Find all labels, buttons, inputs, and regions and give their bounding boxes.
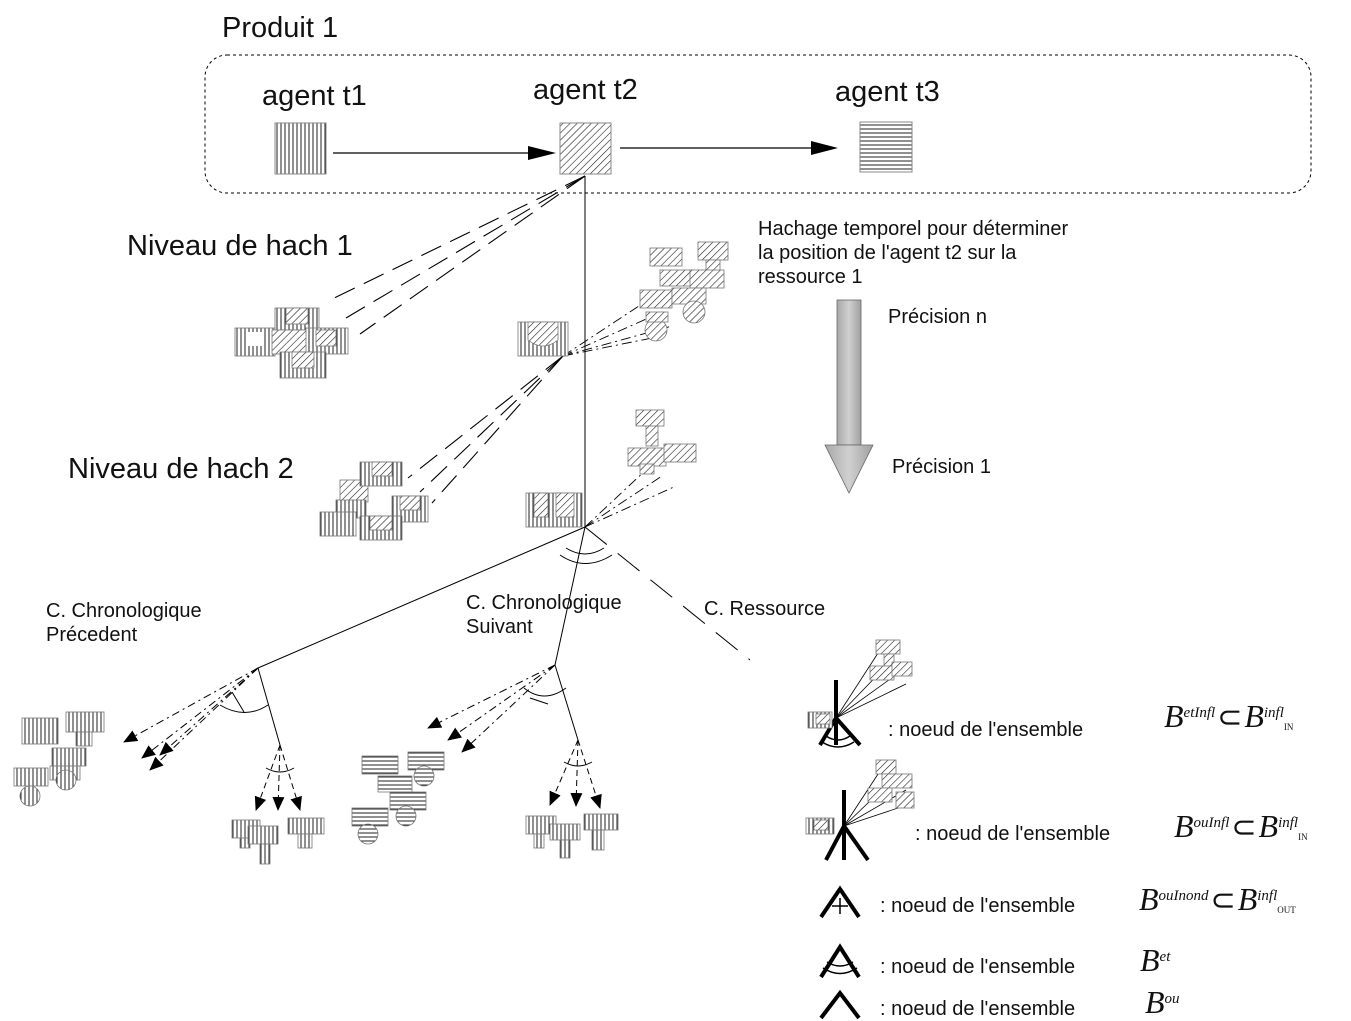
prev-right-cluster [231,817,325,865]
legend-text-5: : noeud de l'ensemble [880,998,1076,1020]
level1-label: Niveau de hach 1 [127,230,353,262]
precision-arrow [824,299,874,494]
legend-text-1: : noeud de l'ensemble [888,719,1084,741]
product-title: Produit 1 [222,12,339,44]
next-right-cluster [525,813,619,859]
legend-text-3: : noeud de l'ensemble [880,895,1076,917]
branch-prev-label: C. Chronologique Précedent [46,600,202,646]
level2-center-block [525,492,583,528]
agent-t3-label: agent t3 [835,76,940,108]
level1-right-cluster [639,241,729,342]
next-subtree [427,664,602,809]
arrowhead-t1-t2 [528,146,556,160]
branch-resource-label: C. Ressource [704,598,826,620]
branch-next-label: C. Chronologique Suivant [466,592,622,638]
level2-label: Niveau de hach 2 [68,453,294,485]
legend-formula-4: Bet [1140,942,1171,978]
branch-lines [257,526,751,669]
precision-top-label: Précision n [888,306,987,328]
legend-text-4: : noeud de l'ensemble [880,956,1076,978]
level2-left-cluster [319,461,429,541]
agent-t1-label: agent t1 [262,80,367,112]
hashing-note: Hachage temporel pour déterminer la posi… [758,218,1069,288]
level1-center-block [517,321,569,357]
legend-formula-5: Bou [1145,984,1180,1020]
precision-bottom-label: Précision 1 [892,456,991,478]
level1-left-fan [329,175,586,335]
agent-t2-icon [559,122,612,175]
legend-formula-2: BouInfl⊂BinflIN [1174,808,1308,844]
product-frame [204,54,1312,194]
next-left-cluster [351,751,445,845]
legend-symbol-et [819,943,861,979]
agent-t3-icon [859,121,913,173]
level2-left-fan [407,355,564,504]
legend-formula-1: BetInfl⊂BinflIN [1164,698,1294,734]
legend-symbol-et-infl [807,639,913,748]
legend-text-2: : noeud de l'ensemble [915,823,1111,845]
level2-right-fan [584,467,677,528]
arrowhead-t2-t3 [811,141,838,155]
level1-left-cluster [234,307,349,379]
prev-subtree [123,667,302,811]
legend-symbol-ou [819,989,861,1020]
legend-symbol-ou-infl [805,759,915,862]
level2-right-cluster [627,409,697,475]
agent-t1-icon [274,122,327,175]
agent-t2-label: agent t2 [533,74,638,106]
legend-formula-3: BouInond⊂BinflOUT [1139,881,1296,917]
prev-left-cluster [13,711,105,807]
legend-symbol-ou-inond [819,885,861,919]
